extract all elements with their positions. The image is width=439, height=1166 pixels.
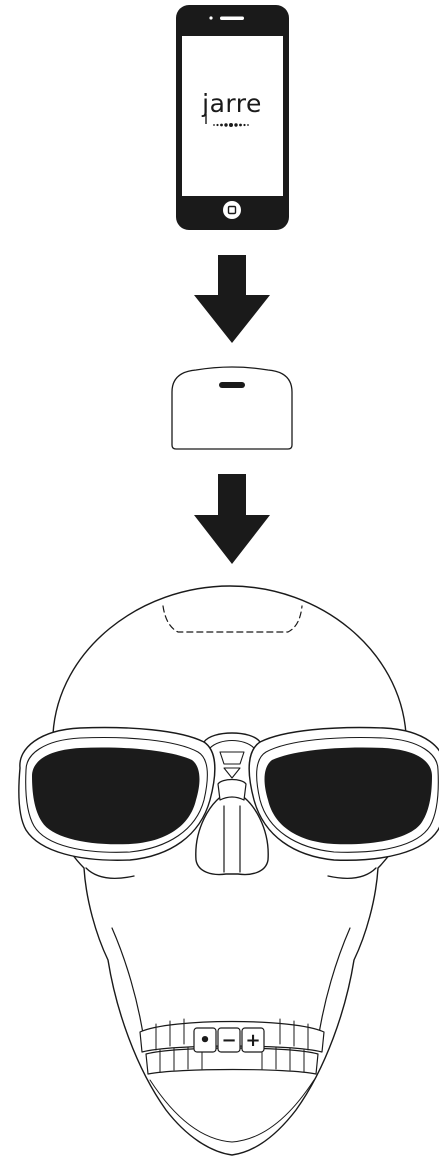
power-button-label: • [199,1030,211,1051]
phone-camera [209,16,213,20]
volume-down-label: − [221,1030,236,1051]
phone-home-button [223,201,241,219]
phone-speaker-slot [220,16,244,20]
nose-cavity [195,778,269,876]
speaker-controls: • − + [193,1027,265,1053]
dock-connector-slot [219,382,245,388]
skull-speaker-icon: • − + [18,585,439,1156]
volume-up-label: + [245,1030,260,1051]
home-button-square [227,205,237,215]
volume-down-button [217,1027,241,1053]
smartphone-icon: jarre [176,5,289,230]
sunglasses [18,726,439,861]
dock-body [171,366,293,450]
down-arrow-icon [194,474,270,564]
logo-dots [213,123,249,127]
brand-logo: jarre [201,89,262,127]
power-button [193,1027,217,1053]
dock-slot-outline [162,605,303,633]
volume-up-button [241,1027,265,1053]
down-arrow-icon [194,255,270,343]
phone-screen [182,36,283,196]
brand-logo-text: jarre [201,89,262,118]
dock-connector-icon [171,366,293,450]
left-lens [32,747,200,845]
right-lens [264,747,432,845]
